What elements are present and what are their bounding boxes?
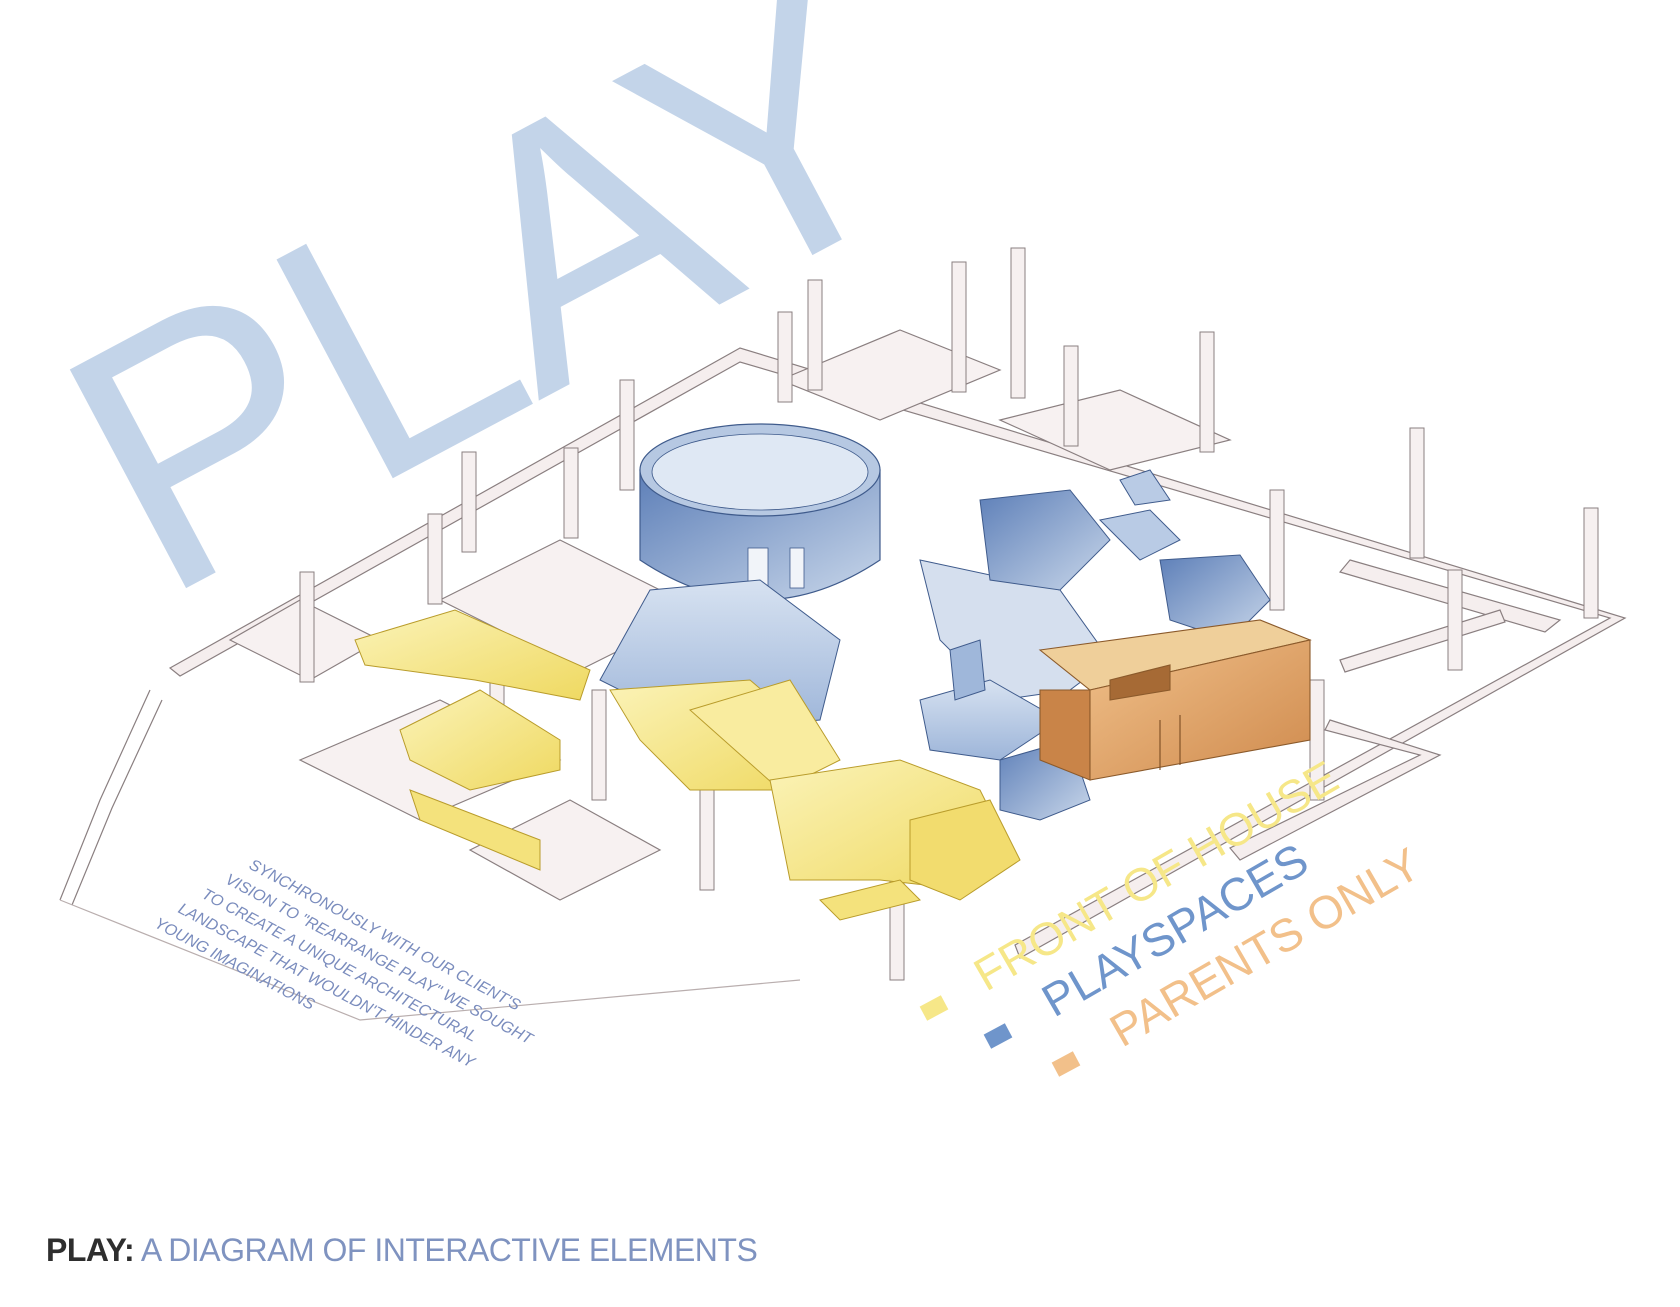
parents-only-building [1038, 619, 1312, 781]
caption-bold: PLAY: [46, 1232, 135, 1268]
description-paragraph: SYNCHRONOUSLY WITH OUR CLIENT'S VISION T… [152, 857, 537, 1073]
front-of-house-forms [354, 609, 1021, 921]
site-walls [59, 329, 1627, 1021]
legend-swatch-front-of-house [919, 995, 949, 1021]
figure-caption: PLAY: A DIAGRAM OF INTERACTIVE ELEMENTS [46, 1232, 758, 1269]
legend-swatch-parents-only [1051, 1051, 1081, 1077]
caption-text: A DIAGRAM OF INTERACTIVE ELEMENTS [134, 1232, 758, 1268]
playspace-cylinder [639, 423, 881, 601]
legend-swatch-playspaces [983, 1023, 1013, 1049]
